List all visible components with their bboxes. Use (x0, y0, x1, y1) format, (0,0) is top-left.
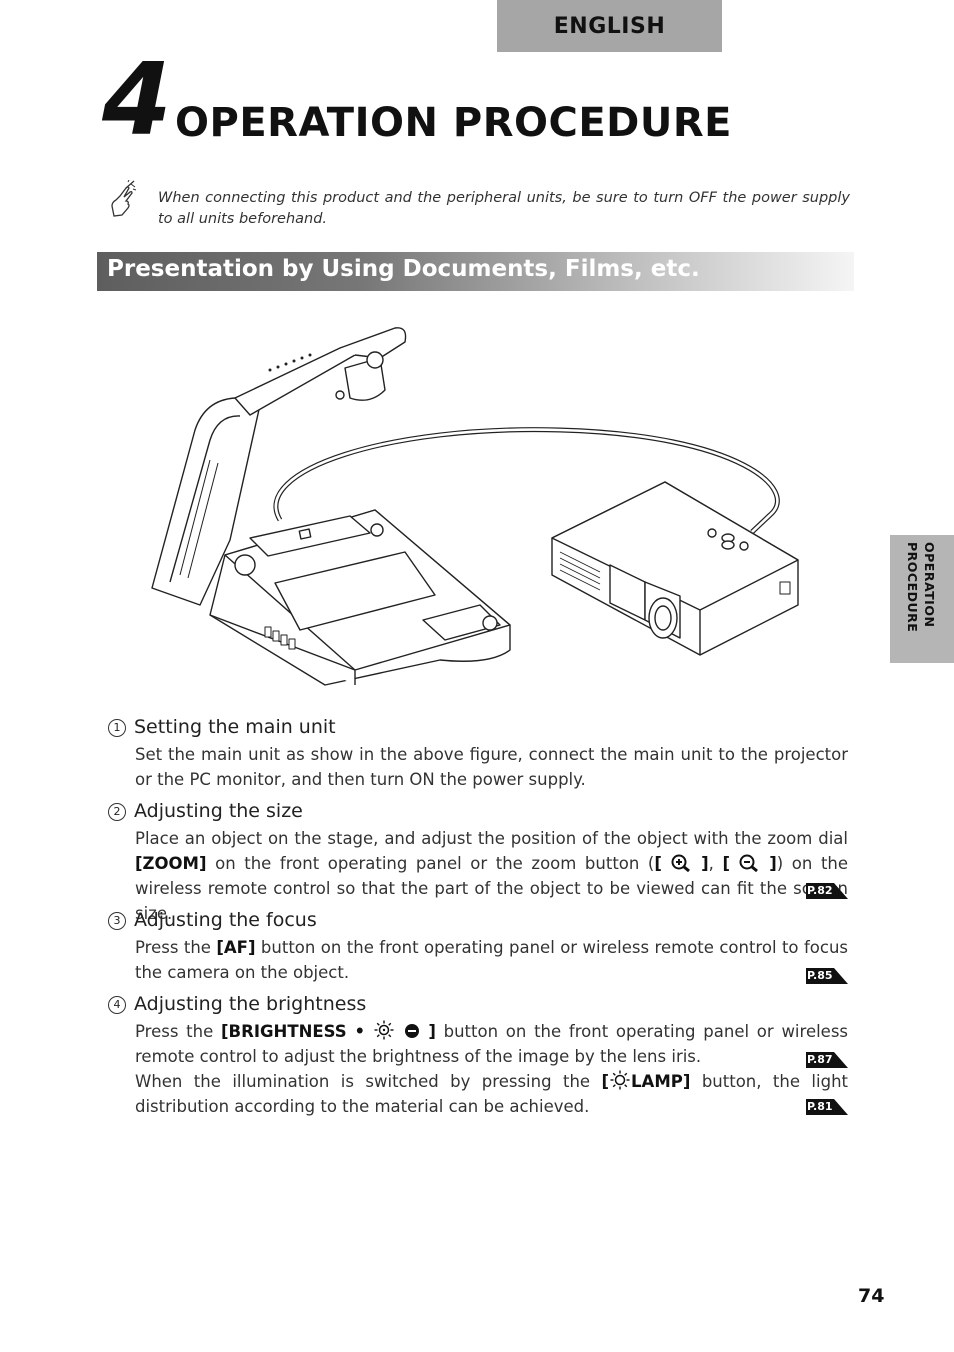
af-label: [AF] (216, 938, 256, 957)
setup-illustration (151, 327, 799, 686)
chapter-number: 4 (102, 41, 172, 158)
step-1-body: Set the main unit as show in the above f… (135, 745, 848, 789)
step-number: 2 (108, 803, 126, 821)
chapter-title: OPERATION PROCEDURE (175, 100, 732, 146)
document-camera (151, 327, 511, 686)
lamp-label: LAMP] (631, 1072, 691, 1091)
step-title: Adjusting the size (134, 800, 303, 822)
step-4-heading: 4 Adjusting the brightness (108, 993, 366, 1015)
ref-arrow-icon (806, 1052, 848, 1068)
step-number: 1 (108, 719, 126, 737)
page-ref-p85[interactable]: P.85 (806, 968, 848, 984)
step-3-body: Press the [AF] button on the front opera… (135, 938, 848, 982)
step-1-heading: 1 Setting the main unit (108, 716, 336, 738)
ref-arrow-icon (806, 883, 848, 899)
ref-arrow-icon (806, 968, 848, 984)
step-3-heading: 3 Adjusting the focus (108, 909, 317, 931)
step-title: Adjusting the brightness (134, 993, 367, 1015)
page-number: 74 (858, 1285, 885, 1307)
step-title: Adjusting the focus (134, 909, 317, 931)
step-number: 4 (108, 996, 126, 1014)
projector (551, 481, 799, 656)
section-header-bar: Presentation by Using Documents, Films, … (97, 252, 854, 291)
step-number: 3 (108, 912, 126, 930)
hand-pencil-icon (111, 180, 137, 217)
page-ref-p81[interactable]: P.81 (806, 1099, 848, 1115)
lamp-icon (610, 1070, 630, 1090)
page-ref-p82[interactable]: P.82 (806, 883, 848, 899)
page-ref-p87[interactable]: P.87 (806, 1052, 848, 1068)
brightness-sun-icon (374, 1020, 394, 1040)
brightness-label: [BRIGHTNESS (221, 1022, 347, 1041)
step-2-heading: 2 Adjusting the size (108, 800, 303, 822)
note-text: When connecting this product and the per… (158, 190, 850, 227)
step-2-body: Place an object on the stage, and adjust… (135, 829, 849, 923)
step-4-body: Press the [BRIGHTNESS • ] button on the … (135, 1020, 849, 1116)
ref-arrow-icon (806, 1099, 848, 1115)
zoom-label: [ZOOM] (135, 854, 207, 873)
section-title: Presentation by Using Documents, Films, … (107, 256, 700, 282)
zoom-in-icon (671, 854, 690, 872)
step-title: Setting the main unit (134, 716, 336, 738)
language-tab: ENGLISH (497, 0, 722, 52)
zoom-out-icon (739, 854, 758, 872)
minus-icon (404, 1024, 419, 1038)
